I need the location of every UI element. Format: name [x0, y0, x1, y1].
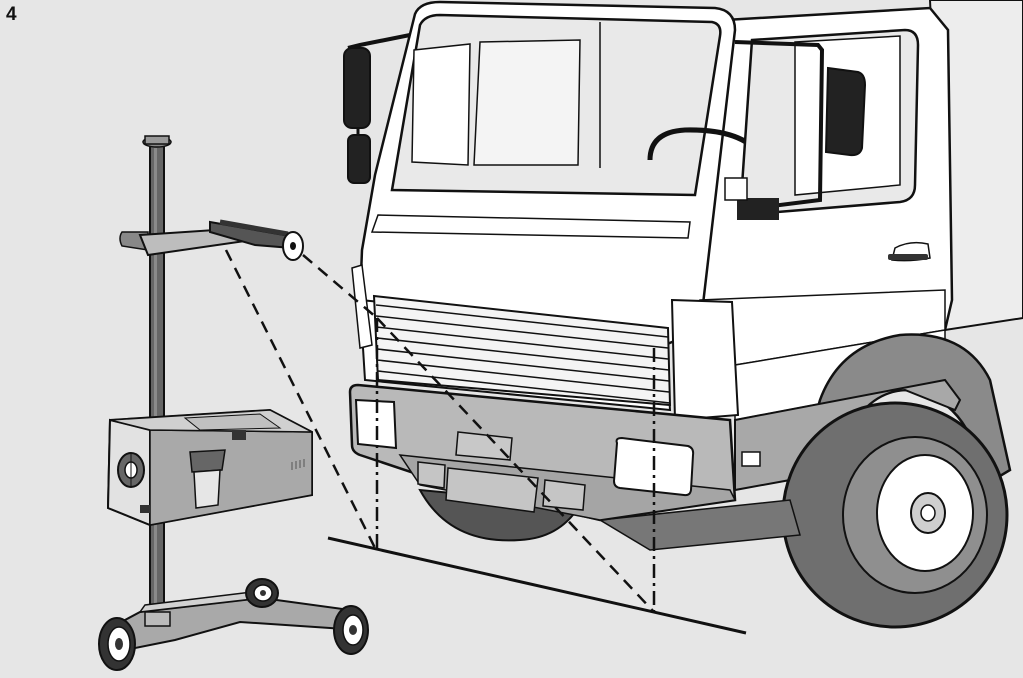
alignment-sight-lines	[224, 249, 655, 613]
cab-corner-strip	[351, 264, 373, 349]
floor-line	[327, 536, 747, 635]
tester-base	[108, 589, 357, 652]
corner-lamp	[670, 298, 740, 422]
figure-number: 4	[6, 4, 17, 25]
headlamp-center-lines	[375, 318, 656, 612]
front-wheel	[781, 401, 1009, 629]
left-mirror	[343, 33, 411, 184]
windshield	[370, 13, 775, 239]
sighting-arm	[119, 219, 304, 261]
base-wheel-rear	[245, 578, 279, 608]
base-wheel-front-left	[98, 617, 136, 671]
front-bumper	[348, 383, 737, 522]
tester-column	[142, 135, 172, 621]
right-mirror	[724, 40, 867, 220]
door-handle	[888, 241, 931, 262]
base-wheel-front-right	[333, 605, 369, 655]
radiator-grille	[372, 294, 672, 407]
optical-housing	[106, 408, 313, 527]
